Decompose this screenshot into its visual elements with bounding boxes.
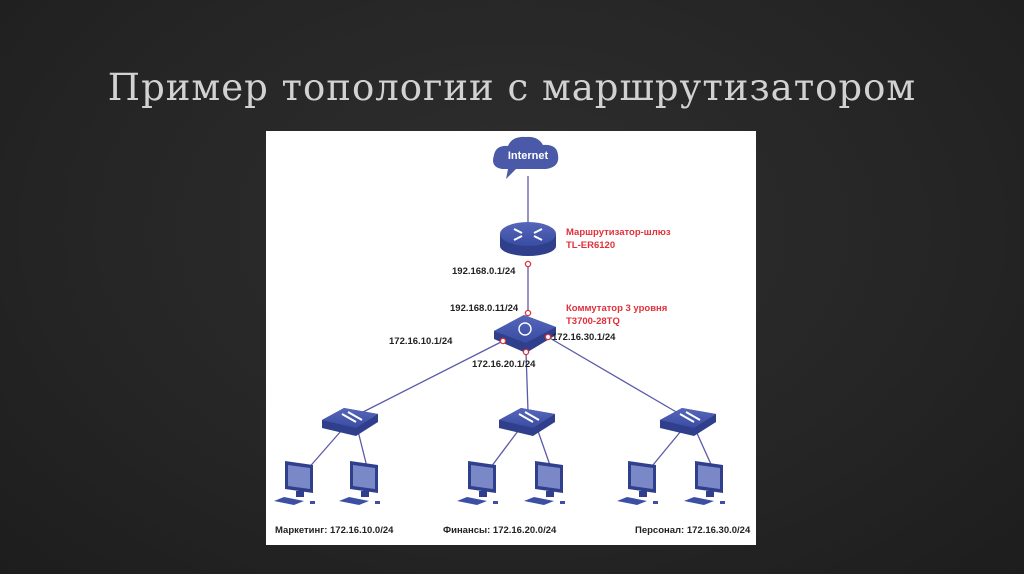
- internet-label: Internet: [508, 150, 549, 162]
- pc-icon: [524, 461, 565, 505]
- router-model: TL-ER6120: [566, 240, 615, 251]
- topology-diagram: Internet Маршрутизатор-шлюз TL-ER6120 19…: [266, 131, 756, 545]
- access-switch-icon: [499, 408, 555, 436]
- link-core-sw1: [360, 340, 504, 414]
- network-label-personnel: Персонал: 172.16.30.0/24: [635, 525, 751, 536]
- link-core-sw3: [547, 336, 679, 414]
- port-dot: [524, 260, 532, 268]
- slide-title: Пример топологии с маршрутизатором: [107, 66, 917, 109]
- core-port-ip-2: 172.16.20.1/24: [472, 359, 536, 370]
- router-ip: 192.168.0.1/24: [452, 266, 516, 277]
- network-label-marketing: Маркетинг: 172.16.10.0/24: [275, 525, 394, 536]
- links: [305, 176, 715, 472]
- core-switch-model: T3700-28TQ: [566, 316, 620, 327]
- core-port-ip-1: 172.16.10.1/24: [389, 336, 453, 347]
- router-name: Маршрутизатор-шлюз: [566, 227, 671, 238]
- pc-icon: [617, 461, 658, 505]
- pc-icon: [274, 461, 315, 505]
- core-port-ip-3: 172.16.30.1/24: [552, 332, 616, 343]
- topology-svg: Internet Маршрутизатор-шлюз TL-ER6120 19…: [274, 136, 751, 536]
- access-switch-icon: [322, 408, 378, 436]
- port-dot: [499, 337, 507, 345]
- pc-icon: [339, 461, 380, 505]
- link-core-sw2: [525, 351, 529, 412]
- access-layer: [274, 408, 725, 505]
- pc-icon: [684, 461, 725, 505]
- port-dot: [522, 348, 530, 356]
- network-label-finance: Финансы: 172.16.20.0/24: [443, 525, 557, 536]
- port-dot: [544, 333, 552, 341]
- access-switch-icon: [660, 408, 716, 436]
- core-switch-name: Коммутатор 3 уровня: [566, 303, 667, 314]
- port-dot: [524, 309, 532, 317]
- cloud-icon: Internet: [493, 136, 559, 179]
- core-uplink-ip: 192.168.0.11/24: [450, 303, 519, 314]
- pc-icon: [457, 461, 498, 505]
- l3-switch-icon: [494, 315, 556, 353]
- router-icon: [500, 222, 556, 256]
